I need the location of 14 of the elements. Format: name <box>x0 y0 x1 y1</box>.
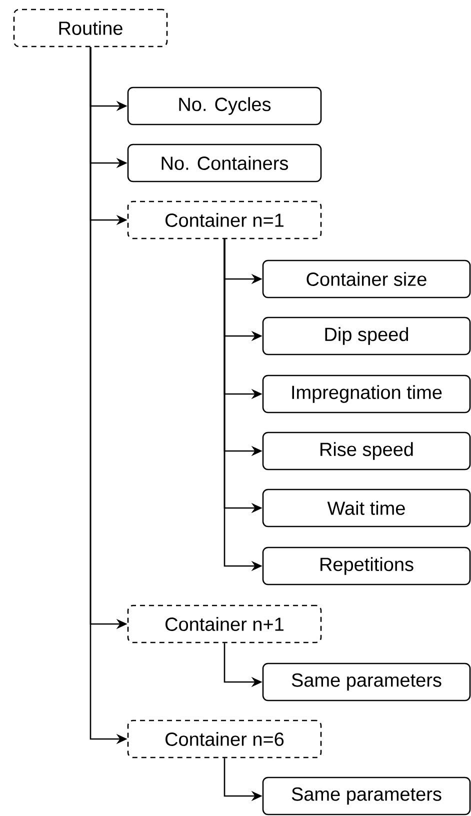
parameter-box: No. Cycles <box>127 86 322 126</box>
parameter-box: Impregnation time <box>262 374 471 414</box>
parameter-box: Repetitions <box>262 546 471 586</box>
parameter-box: No. Containers <box>127 144 322 182</box>
parameter-box: Container size <box>262 260 471 298</box>
parameter-box: Same parameters <box>262 776 471 816</box>
parameter-box: Rise speed <box>262 432 471 470</box>
parameter-box: Wait time <box>262 488 471 528</box>
group-box: Container n+1 <box>127 604 322 644</box>
parameter-box: Same parameters <box>262 662 471 702</box>
group-box: Container n=6 <box>127 720 322 758</box>
parameter-box: Dip speed <box>262 316 471 356</box>
group-box: Container n=1 <box>127 200 322 240</box>
group-box: Routine <box>13 8 168 48</box>
